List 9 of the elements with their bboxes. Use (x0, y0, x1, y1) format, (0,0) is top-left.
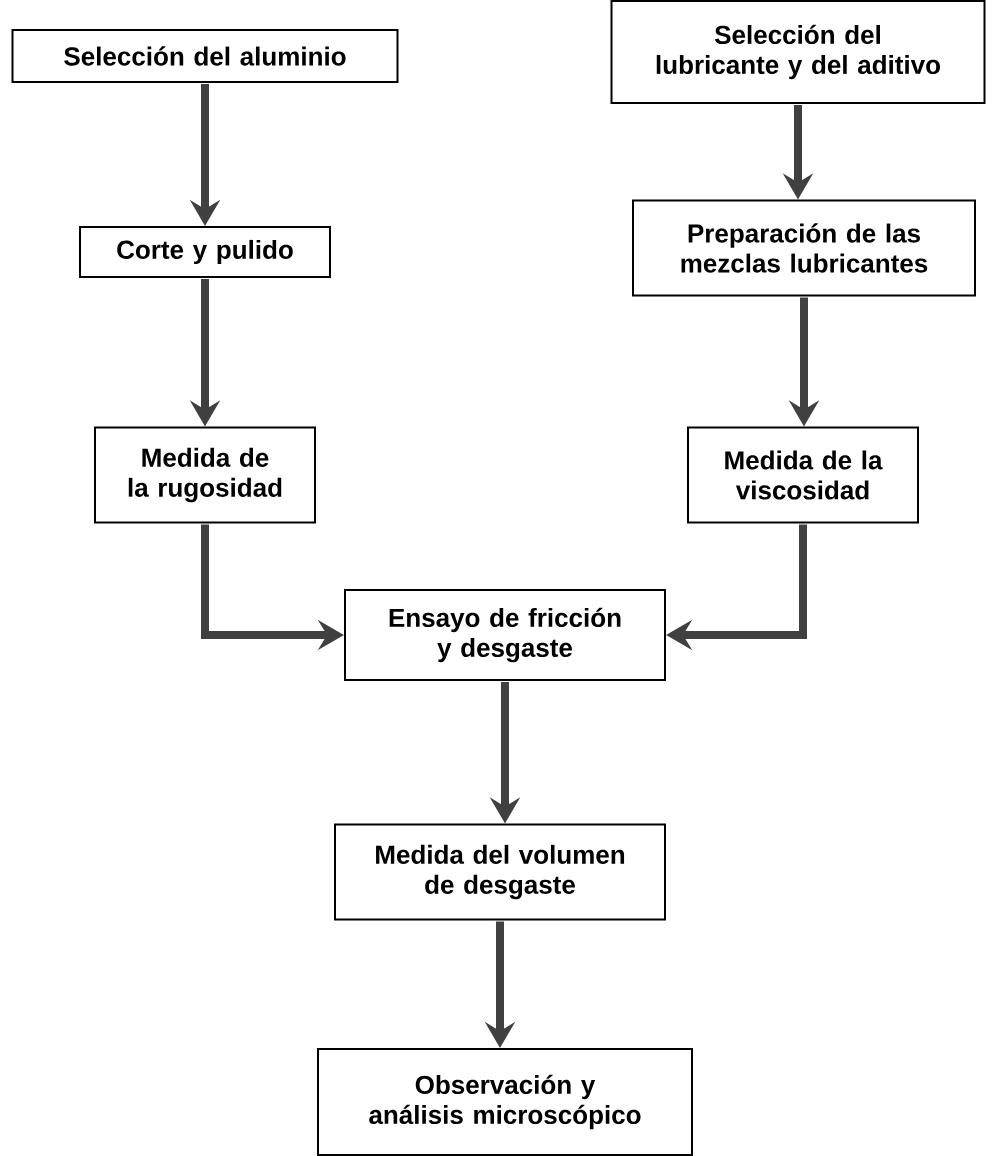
process-box: Medida del volumen de desgaste (334, 823, 666, 921)
process-box: Medida de la viscosidad (687, 426, 919, 524)
process-box: Ensayo de fricción y desgaste (344, 589, 666, 681)
process-box: Observación y análisis microscópico (317, 1048, 693, 1156)
process-box: Preparación de las mezclas lubricantes (632, 199, 976, 297)
process-box: Selección del lubricante y del aditivo (610, 0, 986, 104)
process-box: Medida de la rugosidad (94, 426, 316, 524)
process-box: Corte y pulido (79, 226, 331, 278)
process-box: Selección del aluminio (11, 29, 399, 83)
